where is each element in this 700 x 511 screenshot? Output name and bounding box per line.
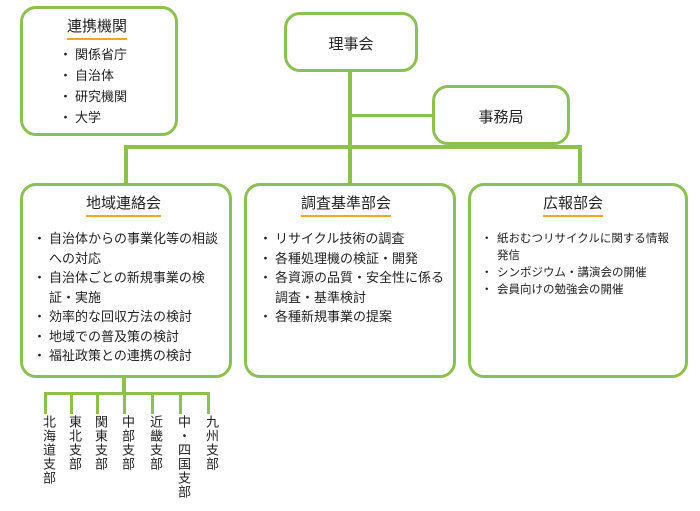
- research-standards-item: 各種処理機の検証・開発: [259, 250, 445, 270]
- partners-item: 研究機関: [59, 87, 127, 108]
- partners-item: 大学: [59, 108, 127, 129]
- research-drop-line: [348, 145, 352, 185]
- pr-drop-line: [578, 145, 582, 185]
- secretariat-box: 事務局: [432, 85, 570, 145]
- secretariat-link-line: [350, 114, 432, 117]
- public-relations-title: 広報部会: [543, 192, 604, 217]
- research-standards-title: 調査基準部会: [301, 192, 392, 217]
- public-relations-item: シンポジウム・講演会の開催: [481, 264, 679, 281]
- branch-label: 中部支部: [119, 415, 134, 471]
- public-relations-item: 会員向けの勉強会の開催: [481, 281, 679, 298]
- branch-label: 東北支部: [66, 415, 81, 471]
- partners-item: 自治体: [59, 66, 127, 87]
- branch-tick: [151, 392, 154, 414]
- research-standards-box: 調査基準部会 リサイクル技術の調査 各種処理機の検証・開発 各資源の品質・安全性…: [244, 183, 456, 378]
- research-standards-item: 各種新規事業の提案: [259, 308, 445, 328]
- board-box: 理事会: [284, 12, 418, 72]
- public-relations-box: 広報部会 紙おむつリサイクルに関する情報発信 シンポジウム・講演会の開催 会員向…: [468, 183, 688, 378]
- branch-tick: [70, 392, 73, 414]
- regional-liaison-item: 自治体ごとの新規事業の検証・実施: [33, 269, 225, 308]
- regional-liaison-list: 自治体からの事業化等の相談への対応 自治体ごとの新規事業の検証・実施 効率的な回…: [33, 230, 225, 367]
- branch-tick: [96, 392, 99, 414]
- regional-liaison-item: 自治体からの事業化等の相談への対応: [33, 230, 225, 269]
- main-horizontal-line: [124, 145, 582, 149]
- research-standards-list: リサイクル技術の調査 各種処理機の検証・開発 各資源の品質・安全性に係る調査・基…: [259, 230, 445, 328]
- branch-label: 中・四国支部: [175, 415, 190, 499]
- regional-liaison-item: 効率的な回収方法の検討: [33, 308, 225, 328]
- regional-liaison-item: 福祉政策との連携の検討: [33, 347, 225, 367]
- regional-drop-line: [124, 145, 128, 185]
- board-title: 理事会: [328, 35, 374, 53]
- branch-tick: [179, 392, 182, 414]
- partners-box: 連携機関 関係省庁 自治体 研究機関 大学: [20, 6, 178, 136]
- partners-item: 関係省庁: [59, 45, 127, 66]
- regional-down-line: [122, 378, 126, 394]
- regional-liaison-box: 地域連絡会 自治体からの事業化等の相談への対応 自治体ごとの新規事業の検証・実施…: [20, 183, 232, 378]
- research-standards-item: 各資源の品質・安全性に係る調査・基準検討: [259, 269, 445, 308]
- regional-liaison-item: 地域での普及策の検討: [33, 328, 225, 348]
- branch-label: 北海道支部: [40, 415, 55, 485]
- branch-tick: [44, 392, 47, 414]
- branch-label: 近畿支部: [147, 415, 162, 471]
- public-relations-item: 紙おむつリサイクルに関する情報発信: [481, 230, 679, 264]
- board-stem-line: [348, 72, 352, 147]
- regional-liaison-title: 地域連絡会: [86, 192, 162, 217]
- research-standards-item: リサイクル技術の調査: [259, 230, 445, 250]
- secretariat-title: 事務局: [478, 108, 524, 126]
- branch-label: 関東支部: [92, 415, 107, 471]
- branch-tick: [207, 392, 210, 414]
- branch-horizontal-line: [44, 392, 210, 395]
- branch-label: 九州支部: [203, 415, 218, 471]
- branch-tick: [123, 392, 126, 414]
- partners-list: 関係省庁 自治体 研究機関 大学: [59, 45, 127, 129]
- partners-title: 連携機関: [67, 15, 128, 40]
- public-relations-list: 紙おむつリサイクルに関する情報発信 シンポジウム・講演会の開催 会員向けの勉強会…: [481, 230, 679, 298]
